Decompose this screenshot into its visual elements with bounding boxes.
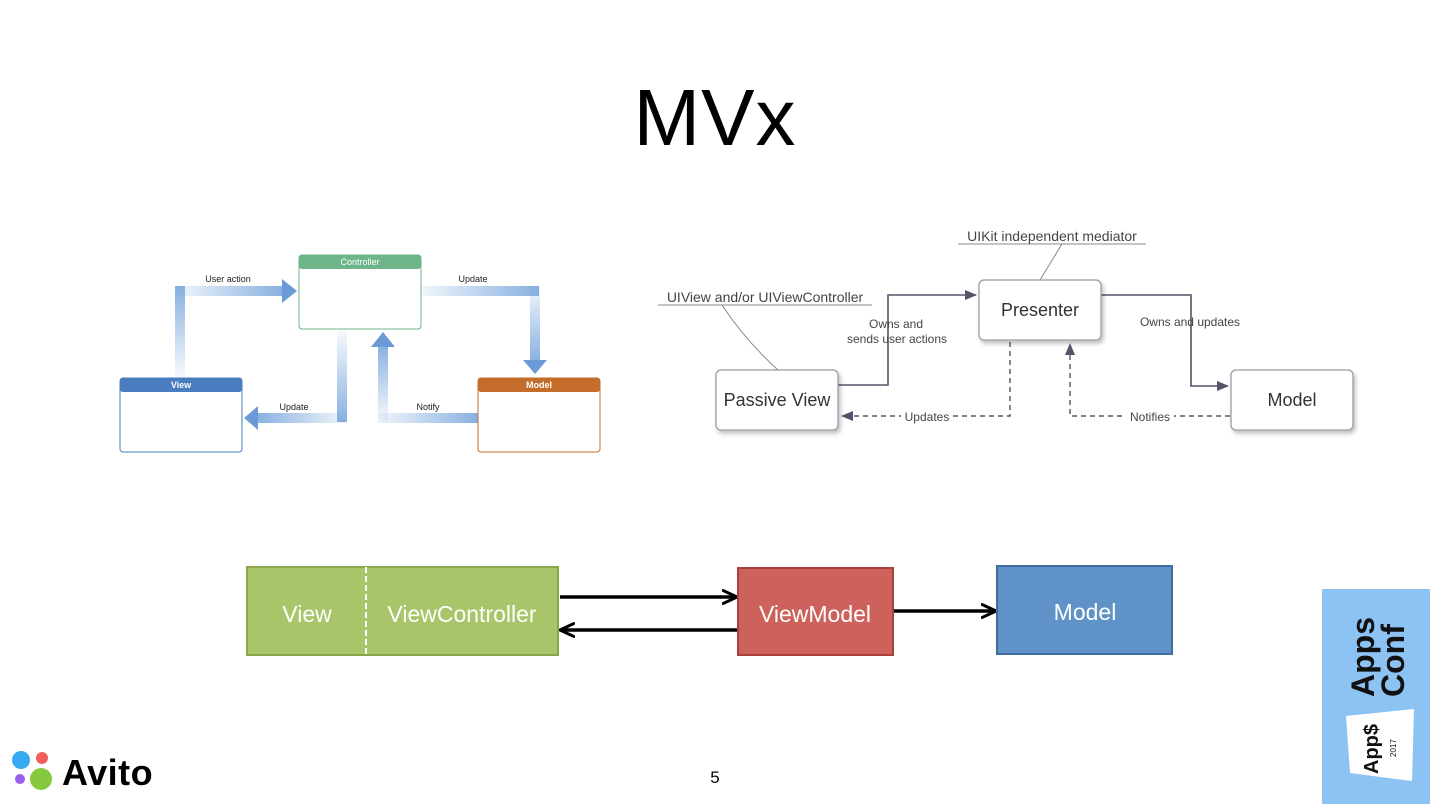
mvc-notify-arrowhead [371, 332, 395, 347]
mvc-user-action-arrow-bar [175, 286, 283, 296]
appsconf-badge-shape [1346, 709, 1414, 781]
mvc-update-bottom-arrowhead [244, 406, 258, 430]
mvc-notify-arrow-bar [378, 413, 478, 423]
mvp-owns-updates-label: Owns and updates [1140, 315, 1240, 329]
mvp-model-label: Model [1267, 390, 1316, 410]
mvc-view-label: View [171, 380, 192, 390]
avito-wordmark: Avito [62, 752, 154, 793]
slide-title: MVx [633, 73, 797, 162]
mvc-controller-box: Controller [298, 254, 422, 330]
mvc-diagram: User action Update Update Notify Control… [119, 254, 601, 453]
appsconf-year: 2017 [1389, 739, 1398, 757]
mvvm-view-label: View [282, 601, 332, 627]
appsconf-apps-text: Apps [1345, 617, 1381, 697]
mvp-notifies-label: Notifies [1130, 410, 1170, 424]
mvc-model-label: Model [526, 380, 552, 390]
mvc-update-top-arrow-bar [421, 286, 539, 296]
mvp-presenter-box [978, 279, 1102, 341]
mvp-model-box [1230, 369, 1354, 431]
mvp-notifies-arrow [1065, 343, 1230, 417]
mvc-user-action-arrowhead [282, 279, 297, 303]
mvc-update-bottom-label: Update [279, 402, 308, 412]
mvp-owns-sends-line1: Owns and [869, 317, 923, 331]
mvp-view-note-leader [721, 304, 779, 371]
appsconf-conf-text: Conf [1375, 624, 1411, 697]
mvp-passive-view-box [715, 369, 839, 431]
mvc-model-box: Model [477, 377, 601, 453]
mvc-update-bottom-arrow-bar [256, 413, 347, 423]
avito-logo-icon [12, 751, 52, 790]
mvp-owns-sends-arrow [838, 290, 977, 386]
mvp-mediator-note: UIKit independent mediator [967, 228, 1137, 244]
mvvm-diagram: View ViewController ViewModel Model [246, 565, 1173, 656]
mvp-view-note: UIView and/or UIViewController [667, 289, 864, 305]
mvvm-view-viewcontroller-box [246, 566, 559, 656]
mvp-mediator-note-leader [1039, 243, 1063, 281]
mvvm-viewmodel-label: ViewModel [759, 601, 871, 627]
mvvm-model-box [996, 565, 1173, 655]
appsconf-logo: Apps Conf App$ 2017 [1322, 589, 1430, 804]
mvc-controller-label: Controller [340, 257, 379, 267]
appsconf-badge-text: App$ [1361, 724, 1383, 774]
mvc-user-action-label: User action [205, 274, 251, 284]
mvp-diagram: UIKit independent mediator UIView and/or… [658, 228, 1354, 431]
mvp-owns-updates-arrow [1101, 294, 1229, 391]
mvp-owns-sends-line2: sends user actions [847, 332, 947, 346]
mvc-update-top-label: Update [458, 274, 487, 284]
mvp-updates-label: Updates [905, 410, 950, 424]
mvvm-viewmodel-box [737, 567, 894, 656]
mvc-view-box: View [119, 377, 243, 453]
mvc-user-action-arrow-stem [175, 286, 185, 378]
mvc-notify-label: Notify [416, 402, 440, 412]
mvp-presenter-label: Presenter [1001, 300, 1079, 320]
mvp-updates-arrow [841, 342, 1011, 421]
mvc-update-top-arrow-stem [530, 286, 540, 362]
mvc-notify-arrow-stem [378, 345, 388, 423]
page-number: 5 [710, 768, 720, 787]
mvc-update-top-arrowhead [523, 360, 547, 374]
mvc-update-bottom-arrow-stem [337, 330, 347, 422]
mvvm-model-label: Model [1054, 599, 1117, 625]
mvp-passive-view-label: Passive View [724, 390, 832, 410]
mvvm-viewcontroller-label: ViewController [387, 601, 536, 627]
